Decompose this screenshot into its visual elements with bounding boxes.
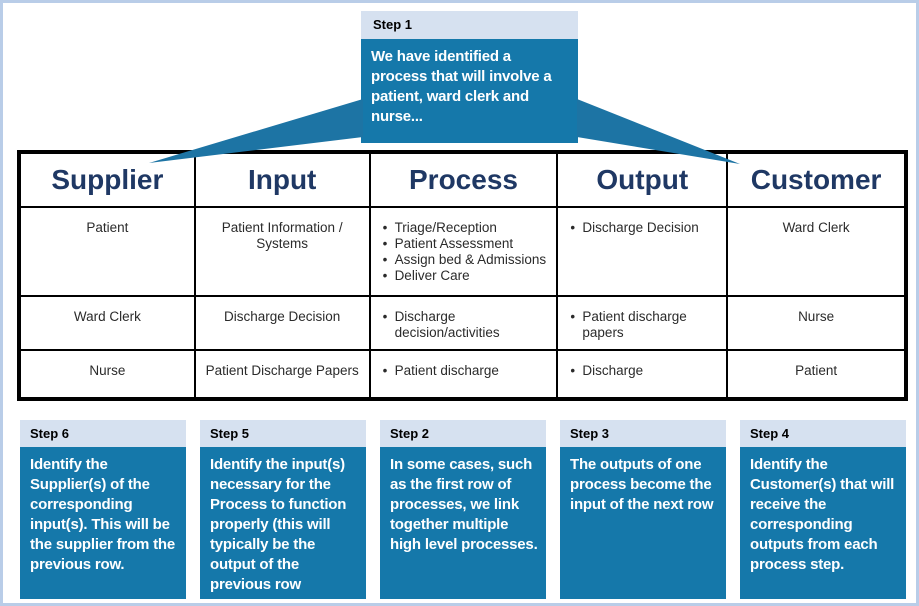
bullet-glyph: • <box>382 236 388 251</box>
cell-supplier: Patient <box>18 206 196 297</box>
step2-box: Step 2 In some cases, such as the first … <box>380 420 546 599</box>
cell-customer: Nurse <box>726 295 907 351</box>
step5-title: Step 5 <box>200 420 366 447</box>
cell-supplier: Ward Clerk <box>18 295 196 351</box>
bullet-text: Triage/Reception <box>394 220 497 235</box>
bullet-text: Discharge Decision <box>582 220 699 235</box>
bullet-item: • Patient discharge <box>383 363 549 379</box>
step6-title: Step 6 <box>20 420 186 447</box>
bullet-item: • Patient discharge papers <box>570 309 718 341</box>
table-row: Nurse Patient Discharge Papers • Patient … <box>18 349 907 400</box>
bullet-text: Discharge decision/activities <box>394 309 500 340</box>
cell-input: Patient Information / Systems <box>193 206 371 297</box>
step5-body: Identify the input(s) necessary for the … <box>200 447 366 599</box>
header-output: Output <box>556 151 729 208</box>
step4-title: Step 4 <box>740 420 906 447</box>
step4-box: Step 4 Identify the Customer(s) that wil… <box>740 420 906 599</box>
cell-output: • Discharge <box>556 349 729 400</box>
step1-callout-title: Step 1 <box>361 11 578 39</box>
step2-title: Step 2 <box>380 420 546 447</box>
bullet-glyph: • <box>570 220 576 235</box>
table-row: Ward Clerk Discharge Decision • Discharge… <box>18 295 907 351</box>
cell-process: • Triage/Reception • Patient Assessment • A… <box>368 206 559 297</box>
sipoc-table: Supplier Input Process Output Customer P… <box>17 150 908 401</box>
header-supplier: Supplier <box>18 151 196 208</box>
bullet-item: • Discharge Decision <box>570 220 718 236</box>
header-input: Input <box>193 151 371 208</box>
cell-process: • Patient discharge <box>368 349 559 400</box>
cell-output: • Patient discharge papers <box>556 295 729 351</box>
cell-customer: Ward Clerk <box>726 206 907 297</box>
bullet-text: Patient discharge papers <box>582 309 687 340</box>
bullet-item: • Assign bed & Admissions <box>383 252 549 268</box>
bullet-glyph: • <box>382 309 388 324</box>
bullet-glyph: • <box>382 252 388 267</box>
step3-body: The outputs of one process become the in… <box>560 447 726 599</box>
step4-body: Identify the Customer(s) that will recei… <box>740 447 906 599</box>
bullet-text: Patient discharge <box>394 363 499 378</box>
header-customer: Customer <box>726 151 907 208</box>
bullet-text: Deliver Care <box>394 268 470 283</box>
cell-input: Patient Discharge Papers <box>193 349 371 400</box>
bullet-text: Patient Assessment <box>394 236 514 251</box>
bullet-item: • Deliver Care <box>383 268 549 284</box>
step2-body: In some cases, such as the first row of … <box>380 447 546 599</box>
bullet-item: • Triage/Reception <box>383 220 549 236</box>
step3-box: Step 3 The outputs of one process become… <box>560 420 726 599</box>
bullet-glyph: • <box>382 268 388 283</box>
step5-box: Step 5 Identify the input(s) necessary f… <box>200 420 366 599</box>
bullet-glyph: • <box>382 363 388 378</box>
bullet-text: Discharge <box>582 363 644 378</box>
sipoc-table-container: Supplier Input Process Output Customer P… <box>17 150 908 401</box>
step6-body: Identify the Supplier(s) of the correspo… <box>20 447 186 599</box>
cell-customer: Patient <box>726 349 907 400</box>
step6-box: Step 6 Identify the Supplier(s) of the c… <box>20 420 186 599</box>
bullet-glyph: • <box>382 220 388 235</box>
step1-callout-body: We have identified a process that will i… <box>361 39 578 143</box>
cell-input: Discharge Decision <box>193 295 371 351</box>
cell-process: • Discharge decision/activities <box>368 295 559 351</box>
table-row: Patient Patient Information / Systems • T… <box>18 206 907 297</box>
bullet-item: • Discharge <box>570 363 718 379</box>
step1-callout: Step 1 We have identified a process that… <box>361 11 578 143</box>
bullet-item: • Discharge decision/activities <box>383 309 549 341</box>
bullet-item: • Patient Assessment <box>383 236 549 252</box>
bullet-glyph: • <box>570 309 576 324</box>
table-header-row: Supplier Input Process Output Customer <box>18 151 907 208</box>
cell-supplier: Nurse <box>18 349 196 400</box>
step3-title: Step 3 <box>560 420 726 447</box>
bullet-glyph: • <box>570 363 576 378</box>
header-process: Process <box>368 151 559 208</box>
bullet-text: Assign bed & Admissions <box>394 252 547 267</box>
cell-output: • Discharge Decision <box>556 206 729 297</box>
